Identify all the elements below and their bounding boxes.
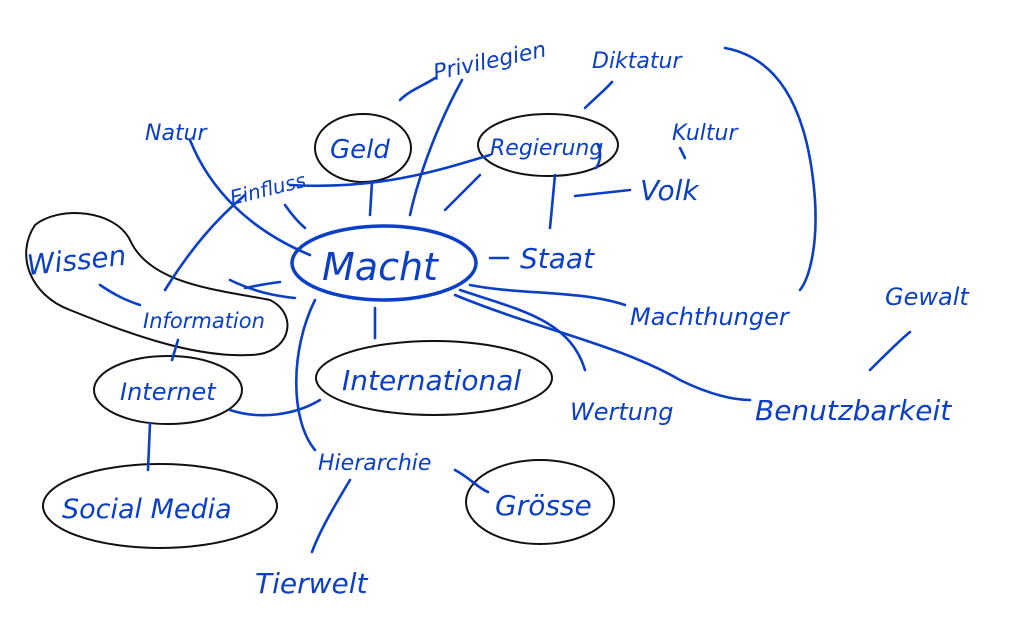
connector-einfluss-macht: [283, 203, 307, 230]
node-macht: Macht: [322, 245, 440, 289]
connector-internet-international: [228, 398, 322, 417]
connector-information-macht: [228, 278, 297, 300]
connector-hierarchie-tierwelt: [310, 478, 352, 554]
connector-wissen-information: [98, 283, 142, 307]
node-staat: Staat: [520, 242, 595, 275]
internet-outline: [93, 355, 243, 425]
node-privilegien: Privilegien: [431, 38, 548, 86]
connector-macht-machthunger: [468, 283, 627, 307]
connector-regierung-staat: [548, 173, 557, 230]
connector-benutzbarkeit-gewalt: [868, 330, 912, 372]
connector-information-macht-2: [243, 280, 282, 290]
node-social-media: Social Media: [62, 494, 232, 525]
node-regierung: Regierung: [490, 136, 603, 161]
connector-internet-socialmedia: [146, 421, 152, 472]
node-kultur: Kultur: [672, 121, 739, 146]
node-tierwelt: Tierwelt: [255, 567, 369, 600]
node-information: Information: [143, 309, 265, 333]
connector-regierung-diktatur: [583, 80, 614, 110]
connector-geld-macht: [368, 180, 374, 217]
connector-volk-kultur: [678, 146, 687, 160]
node-machthunger: Machthunger: [630, 303, 791, 331]
connector-macht-hierarchie: [295, 298, 317, 452]
node-hierarchie: Hierarchie: [318, 451, 431, 476]
groesse-outline: [465, 459, 615, 545]
international-outline: [315, 340, 553, 416]
connector-einfluss-regierung: [288, 153, 492, 188]
connector-macht-wertung: [458, 288, 587, 372]
wissen-information-outline: [25, 212, 289, 357]
connectors: [98, 46, 912, 554]
connector-information-internet: [170, 338, 180, 362]
node-internet: Internet: [120, 378, 217, 406]
connector-macht-regierung: [443, 173, 482, 212]
connector-macht-benutzbarkeit: [453, 293, 752, 402]
connector-hierarchie-groesse: [453, 468, 490, 494]
node-geld: Geld: [330, 135, 390, 165]
node-groesse: Grösse: [495, 489, 592, 522]
node-natur: Natur: [145, 121, 209, 146]
geld-outline: [314, 113, 412, 183]
connector-diktatur-machthunger: [723, 46, 817, 292]
node-volk: Volk: [640, 174, 700, 207]
node-outlines: [25, 113, 619, 549]
connector-geld-privilegien: [398, 76, 437, 102]
node-wissen: Wissen: [25, 239, 128, 282]
macht-outline: [290, 224, 478, 302]
social-media-outline: [42, 463, 278, 549]
node-gewalt: Gewalt: [885, 283, 970, 311]
connector-information-einfluss: [163, 193, 247, 292]
node-benutzbarkeit: Benutzbarkeit: [755, 394, 952, 427]
connector-regierung-hook: [594, 143, 602, 170]
regierung-outline: [477, 113, 619, 177]
connector-staat-volk: [573, 188, 632, 198]
node-labels: Privilegien Diktatur Natur Geld Regierun…: [25, 38, 970, 600]
node-diktatur: Diktatur: [592, 49, 683, 74]
connector-macht-privilegien: [408, 78, 464, 217]
connector-natur-macht: [188, 138, 312, 257]
node-international: International: [342, 364, 521, 397]
node-einfluss: Einfluss: [227, 168, 308, 210]
node-wertung: Wertung: [570, 398, 673, 426]
